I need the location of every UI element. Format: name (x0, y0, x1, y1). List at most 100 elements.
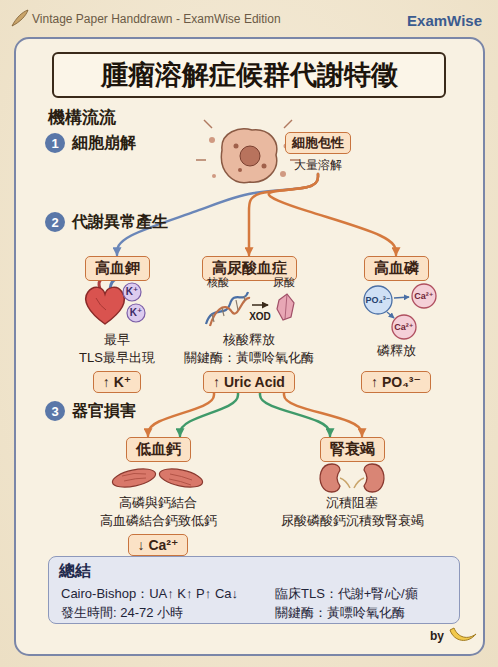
banana-icon (450, 628, 476, 640)
muscle-illustration-part (122, 473, 192, 485)
step-number: 3 (45, 401, 65, 421)
kidney-illustration-part (320, 464, 340, 492)
cell-illustration-part (196, 159, 206, 161)
summary-panel: 總結 Cairo-Bishop：UA↑ K↑ P↑ Ca↓ 臨床TLS：代謝+腎/心… (48, 556, 460, 624)
ion-label: Ca²⁺ (394, 322, 413, 332)
cell-illustration-part (262, 164, 267, 169)
note-text: 關鍵酶：黃嘌呤氧化酶 (184, 351, 314, 366)
box-heading: 高血磷 (364, 256, 429, 281)
kidney-illustration (320, 464, 384, 492)
dna-illustration-part (285, 294, 287, 319)
value-box: ↓ Ca²⁺ (128, 534, 189, 556)
box-heading: 3 (51, 404, 58, 419)
ion-label: Ca²⁺ (414, 291, 433, 301)
note-text: 最早 (104, 333, 130, 348)
phosphate-calcium-illustration (364, 284, 436, 339)
molecule-label: 尿酸 (273, 276, 295, 289)
phosphate-calcium-illustration-part (364, 286, 392, 314)
cell-illustration-part (280, 171, 286, 177)
value-box: ↑ Uric Acid (203, 371, 295, 393)
feather-icon (12, 10, 28, 26)
condition-box: 高血鉀 (85, 256, 150, 281)
ion-label: K⁺ (130, 307, 143, 319)
phosphate-calcium-illustration-part (387, 312, 394, 318)
header-note: Vintage Paper Handdrawn - ExamWise Editi… (32, 13, 281, 27)
banana-icon-part (450, 628, 476, 640)
box-heading: ↓ Ca²⁺ (128, 534, 189, 556)
phosphate-calcium-illustration-part (412, 284, 436, 308)
note-text: 磷釋放 (377, 344, 416, 359)
note-text: 高血磷結合鈣致低鈣 (100, 514, 217, 529)
step-heading: 器官損害 (72, 402, 136, 420)
box-heading: ↑ K⁺ (93, 371, 141, 393)
note-text: 核酸釋放 (223, 333, 275, 348)
value-box: ↑ PO₄³⁻ (361, 371, 431, 393)
step-heading: 代謝異常產生 (72, 213, 168, 231)
cell-lysis-box: 細胞包性大量溶解 (285, 132, 351, 174)
ion-label: K⁺ (126, 286, 139, 298)
note-text: TLS最早出現 (79, 351, 155, 366)
muscle-illustration-part (158, 466, 204, 491)
note-text: 尿酸磷酸鈣沉積致腎衰竭 (281, 514, 424, 529)
cell-illustration-part (221, 129, 276, 183)
muscle-illustration (111, 466, 204, 491)
note-text: 高磷與鈣結合 (119, 496, 197, 511)
phosphate-calcium-illustration-part (394, 297, 409, 298)
cell-illustration-part (238, 168, 242, 172)
dna-illustration-part (244, 296, 245, 301)
cell-illustration-part (284, 120, 292, 128)
damage-box: 低血鈣 (126, 437, 191, 462)
dna-illustration-part (277, 294, 294, 320)
enzyme-label: XOD (249, 311, 271, 323)
box-heading: 腎衰竭 (320, 437, 385, 462)
box-text: Cairo-Bishop：UA↑ K↑ P↑ Ca↓ (61, 585, 238, 603)
dna-illustration (206, 292, 294, 326)
page-frame (15, 38, 484, 655)
page-frame-part (15, 38, 484, 655)
box-text: 發生時間: 24-72 小時 (61, 604, 183, 622)
step-number: 1 (45, 133, 65, 153)
cell-illustration-part (212, 174, 216, 178)
cell-illustration-part (209, 137, 215, 143)
condition-box: 高血磷 (364, 256, 429, 281)
box-text: 臨床TLS：代謝+腎/心/癲 (275, 585, 418, 603)
box-heading: 1 (51, 136, 58, 151)
box-heading: ↑ Uric Acid (203, 371, 295, 393)
kidney-illustration-part (364, 464, 384, 492)
heart-illustration-part (123, 283, 141, 301)
box-heading: ↑ PO₄³⁻ (361, 371, 431, 393)
molecule-label: 核酸 (207, 276, 229, 289)
cell-illustration (196, 120, 300, 183)
dna-illustration-part (222, 308, 224, 316)
box-text: 大量溶解 (294, 157, 342, 174)
credit-text: by (430, 630, 444, 644)
dna-illustration-part (252, 304, 268, 306)
feather-icon-part (12, 10, 28, 26)
heart-illustration-part (127, 304, 145, 322)
flow-arrow (269, 174, 396, 255)
flow-arrow (284, 393, 362, 436)
box-heading: 2 (51, 215, 58, 230)
heart-illustration-part (96, 298, 106, 310)
step-number: 2 (45, 212, 65, 232)
flow-arrow (180, 393, 238, 436)
flow-arrow (260, 393, 330, 436)
box-heading: 總結 (59, 561, 91, 582)
cell-illustration-part (234, 144, 239, 149)
box-heading: 高血鉀 (85, 256, 150, 281)
section-heading: 機構流流 (48, 108, 116, 128)
cell-illustration-part (204, 120, 212, 128)
step-heading: 細胞崩解 (72, 134, 136, 152)
dna-illustration-part (210, 298, 250, 326)
damage-box: 腎衰竭 (320, 437, 385, 462)
value-box: ↑ K⁺ (93, 371, 141, 393)
kidney-illustration-part (340, 478, 364, 488)
phosphate-calcium-illustration-part (392, 315, 416, 339)
cell-illustration-part (240, 146, 260, 166)
heart-illustration (86, 278, 145, 324)
note-text: 沉積阻塞 (326, 496, 378, 511)
dna-illustration-part (212, 314, 214, 322)
dna-illustration-part (236, 300, 238, 310)
box-heading: 細胞包性 (285, 132, 351, 154)
